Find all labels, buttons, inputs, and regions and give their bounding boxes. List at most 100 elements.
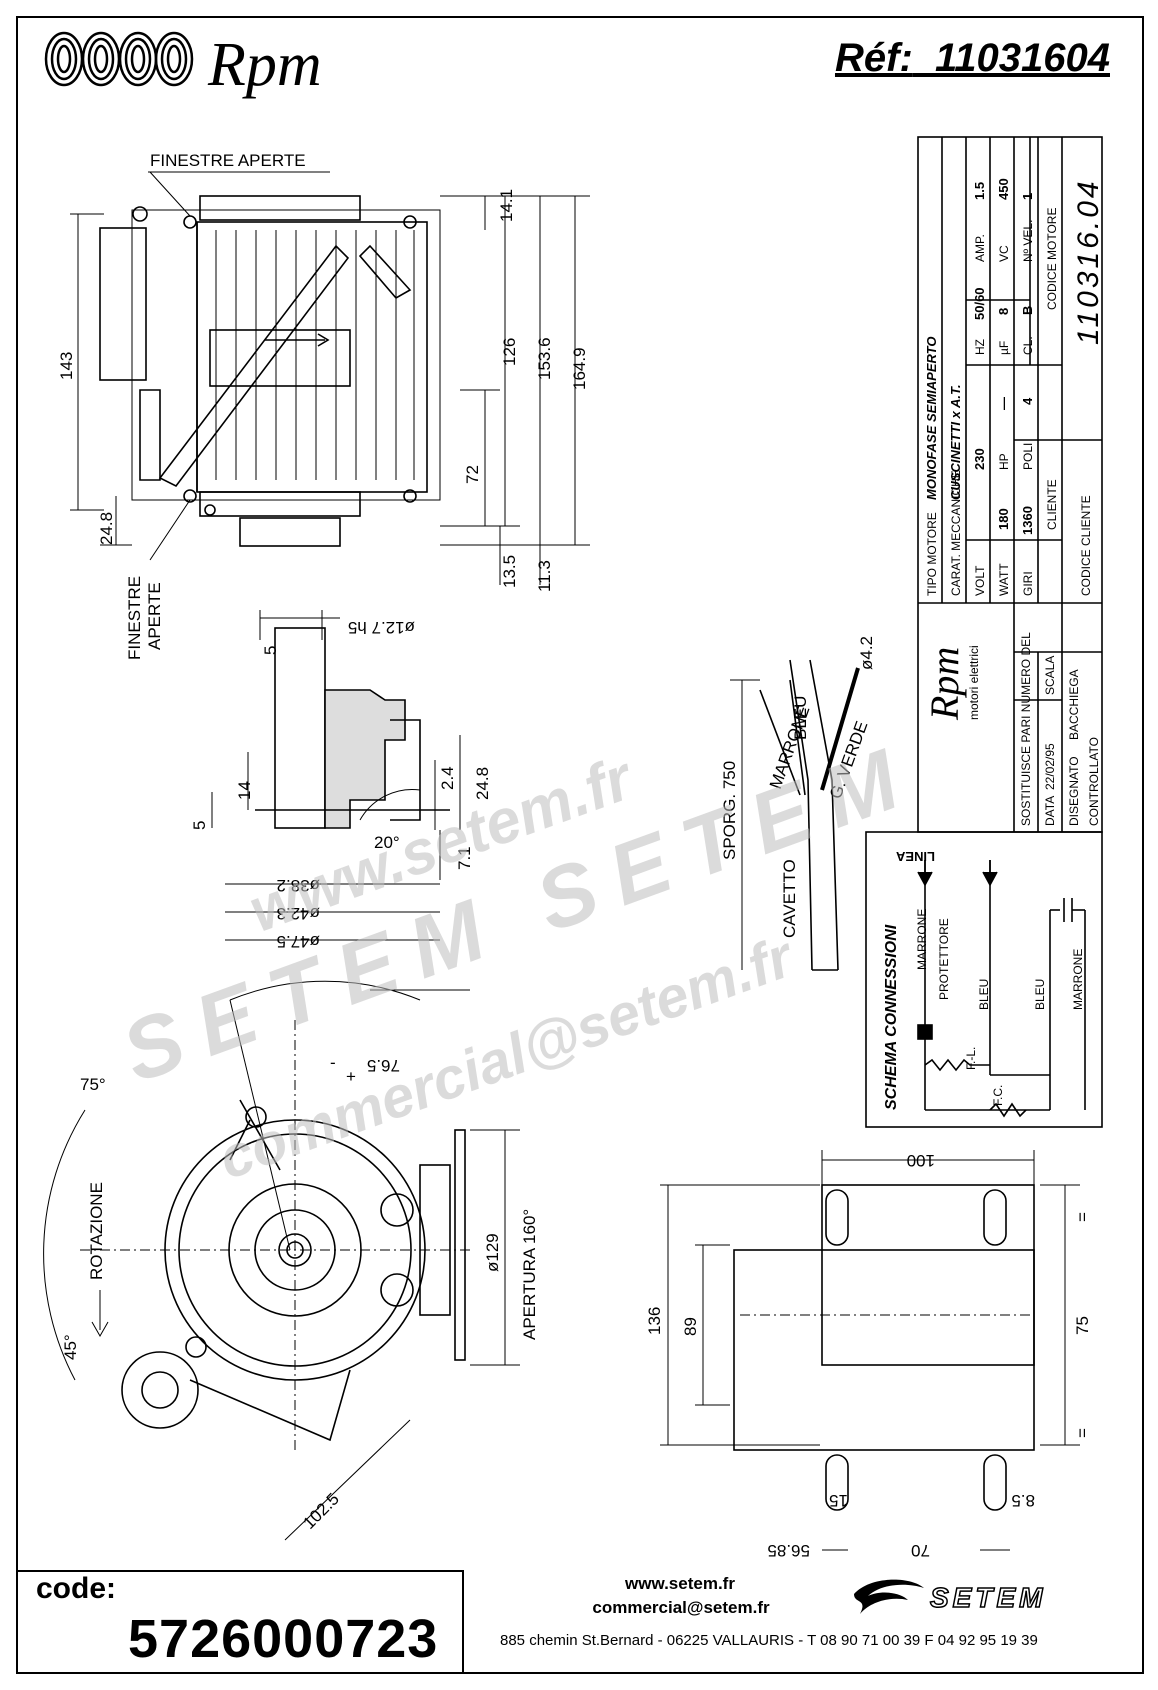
label-cable-sporg: SPORG. 750 bbox=[720, 761, 739, 860]
tb-volt-value: 230 bbox=[972, 448, 987, 470]
dim-14-1: 14.1 bbox=[497, 189, 516, 222]
dim-shaft-7-1: 7.1 bbox=[455, 846, 474, 870]
tb-codice-motore-value: 110316.04 bbox=[1072, 178, 1105, 345]
schema-marrone-1: MARRONE bbox=[915, 909, 929, 970]
schema-fl: F.-L. bbox=[964, 1047, 978, 1070]
reference-number: Réf: 11031604 bbox=[834, 36, 1110, 80]
dim-base-70: 70 bbox=[911, 1541, 930, 1560]
dim-shaft-5: 5 bbox=[190, 821, 209, 830]
tb-amp-label: AMP. bbox=[973, 234, 987, 262]
label-front-apertura: APERTURA 160° bbox=[520, 1209, 539, 1340]
dim-dia-38-2: ø38.2 bbox=[277, 876, 320, 895]
tb-codice-motore-label: CODICE MOTORE bbox=[1045, 208, 1059, 310]
tb-scala-label: SCALA bbox=[1043, 656, 1057, 695]
label-front-rotazione: ROTAZIONE bbox=[87, 1182, 106, 1280]
tb-cliente-label: CLIENTE bbox=[1045, 479, 1059, 530]
tb-uf-label: µF bbox=[997, 341, 1011, 355]
dim-13-5: 13.5 bbox=[500, 555, 519, 588]
brand-logo-text: Rpm bbox=[208, 31, 322, 99]
contact-email[interactable]: commercial@setem.fr bbox=[592, 1598, 770, 1617]
label-front-plus: + bbox=[346, 1067, 356, 1086]
cable-detail bbox=[730, 659, 860, 971]
contact-website[interactable]: www.setem.fr bbox=[625, 1574, 735, 1593]
tb-tipo-motore-value: MONOFASE SEMIAPERTO bbox=[924, 337, 939, 501]
tb-vc-value: 450 bbox=[996, 178, 1011, 200]
dim-shaft-5-top: 5 bbox=[261, 646, 280, 655]
tb-hp-label: HP bbox=[997, 453, 1011, 470]
tb-cl-value: B bbox=[1020, 306, 1035, 315]
tb-disegnato-value: BACCHIEGA bbox=[1067, 669, 1081, 740]
front-view bbox=[43, 980, 520, 1541]
tb-nvel-value: 1 bbox=[1020, 193, 1035, 200]
schema-marrone-2: MARRONE bbox=[1071, 949, 1085, 1010]
tb-vc-label: VC bbox=[997, 245, 1011, 262]
dim-cable-4-2: ø4.2 bbox=[857, 636, 876, 670]
schema-bleu-2: BLEU bbox=[1033, 979, 1047, 1010]
dim-24-8: 24.8 bbox=[97, 512, 116, 545]
schema-title: SCHEMA CONNESSIONI bbox=[883, 924, 900, 1110]
dim-shaft-12-7: ø12.7 h5 bbox=[348, 618, 415, 637]
dim-shaft-20deg: 20° bbox=[374, 833, 400, 852]
dim-base-136: 136 bbox=[645, 1307, 664, 1335]
dim-front-129: ø129 bbox=[483, 1233, 502, 1272]
dim-11-3: 11.3 bbox=[535, 560, 554, 592]
dim-base-15: 15 bbox=[829, 1491, 848, 1510]
tb-poli-value: 4 bbox=[1020, 397, 1035, 405]
dim-base-56-85: 56.85 bbox=[767, 1541, 810, 1560]
dim-164-9: 164.9 bbox=[570, 347, 589, 390]
tb-carat-value: CUSCINETTI x A.T. bbox=[948, 384, 963, 500]
tb-giri-value: 1360 bbox=[1020, 506, 1035, 535]
tb-codice-cliente-label: CODICE CLIENTE bbox=[1079, 495, 1093, 596]
tb-hp-value: — bbox=[996, 397, 1011, 410]
tb-watt-label: WATT bbox=[997, 563, 1011, 596]
label-front-minus: - bbox=[330, 1053, 336, 1072]
tb-hz-label: HZ bbox=[973, 339, 987, 355]
tb-data-value: 22/02/95 bbox=[1043, 743, 1057, 790]
tb-poli-label: POLI bbox=[1021, 443, 1035, 470]
tb-brand: Rpm bbox=[922, 647, 967, 721]
tb-cl-label: CL. bbox=[1021, 336, 1035, 355]
side-view bbox=[70, 171, 590, 585]
tb-giri-label: GIRI bbox=[1021, 571, 1035, 596]
tb-controllato-label: CONTROLLATO bbox=[1087, 737, 1101, 826]
dim-front-102-5: 102.5 bbox=[299, 1489, 343, 1533]
code-label: code: bbox=[36, 1572, 117, 1605]
schema-protettore: PROTETTORE bbox=[937, 918, 951, 1000]
tb-hz-value: 50/60 bbox=[972, 287, 987, 320]
dim-base-eq-top: = bbox=[1073, 1212, 1092, 1222]
dim-front-76-5: 76.5 bbox=[367, 1056, 400, 1075]
dim-base-75: 75 bbox=[1073, 1316, 1092, 1335]
label-finestre-side-2: APERTE bbox=[145, 582, 164, 650]
tb-tipo-motore-label: TIPO MOTORE bbox=[925, 512, 939, 596]
tb-uf-value: 8 bbox=[996, 308, 1011, 315]
dim-dia-42-3: ø42.3 bbox=[277, 904, 320, 923]
tb-data-label: DATA bbox=[1043, 796, 1057, 826]
shaft-detail bbox=[211, 610, 461, 941]
schema-bleu-1: BLEU bbox=[977, 979, 991, 1010]
dim-base-8-5: 8.5 bbox=[1011, 1491, 1035, 1510]
tb-carat-label: CARAT. MECCANICHE bbox=[949, 470, 963, 596]
contact-address: 885 chemin St.Bernard - 06225 VALLAURIS … bbox=[500, 1632, 1038, 1649]
dim-dia-47-5: ø47.5 bbox=[277, 932, 320, 951]
schema-wiring bbox=[917, 860, 1086, 1118]
drawing-frame bbox=[16, 16, 1144, 1674]
tb-watt-value: 180 bbox=[996, 508, 1011, 530]
schema-fc: F.C. bbox=[991, 1085, 1005, 1106]
setem-swirl-icon bbox=[854, 1579, 924, 1614]
dim-base-100: 100 bbox=[907, 1151, 935, 1170]
label-cable-bleu: BLEU bbox=[791, 696, 810, 740]
tb-brand-sub: motori elettrici bbox=[967, 645, 981, 720]
tb-disegnato-label: DISEGNATO bbox=[1067, 756, 1081, 826]
dim-153-6: 153.6 bbox=[535, 337, 554, 380]
code-box: code: 5726000723 bbox=[18, 1570, 464, 1672]
tb-amp-value: 1.5 bbox=[972, 182, 987, 200]
rpm-coil-logo bbox=[44, 31, 194, 87]
schema-linea: LINEA bbox=[895, 849, 935, 864]
tb-volt-label: VOLT bbox=[973, 565, 987, 596]
dim-front-75deg: 75° bbox=[80, 1075, 106, 1094]
setem-logo-text: SETEM bbox=[929, 1581, 1047, 1614]
tb-sostituisce-label: SOSTITUISCE PARI NUMERO DEL bbox=[1019, 632, 1033, 826]
tb-nvel-label: Nº VEL. bbox=[1021, 220, 1035, 262]
dim-shaft-24-8: 24.8 bbox=[473, 767, 492, 800]
code-value: 5726000723 bbox=[128, 1609, 439, 1669]
